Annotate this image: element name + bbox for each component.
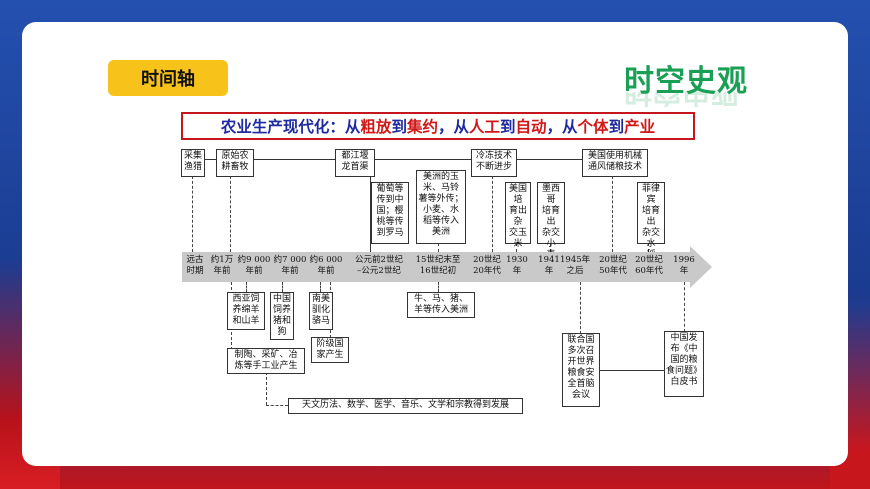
connector <box>516 243 517 252</box>
event-box: 冷冻技术不断进步 <box>471 149 517 177</box>
event-box: 菲律宾培育出杂交水稻 <box>637 182 665 260</box>
connector <box>612 176 613 252</box>
connector <box>580 282 581 334</box>
connector <box>438 282 439 292</box>
timeline-axis <box>182 252 690 282</box>
date-label: 远古时期 <box>186 255 204 276</box>
event-box: 中国发布《中国的粮食问题》白皮书 <box>664 331 704 397</box>
banner-highlight: 粗放 <box>360 118 392 136</box>
event-box: 南美驯化骆马 <box>309 292 333 330</box>
brand-title: 时空史观 <box>624 64 748 99</box>
timeline-arrow <box>690 246 712 288</box>
connector <box>253 159 336 160</box>
connector <box>320 282 321 292</box>
event-box: 美国培育出杂交玉米 <box>505 182 531 249</box>
connector <box>266 372 267 405</box>
event-box: 都江堰龙首渠 <box>335 149 375 177</box>
date-label: 公元前2世纪–公元2世纪 <box>355 255 403 276</box>
banner-text: ，从 <box>546 118 578 136</box>
connector <box>375 159 473 160</box>
date-label: 约1万年前 <box>210 255 234 276</box>
connector <box>370 159 371 252</box>
connector <box>438 243 439 252</box>
connector <box>246 282 247 292</box>
event-box: 制陶、采矿、冶炼等手工业产生 <box>227 348 305 374</box>
event-box: 联合国多次召开世界粮食安全首脑会议 <box>562 333 600 407</box>
content-card <box>22 22 848 466</box>
connector <box>266 405 288 406</box>
event-box: 采集渔猎 <box>181 149 205 177</box>
brand-reflection: 时空史观 <box>624 92 741 109</box>
event-box: 西亚饲养绵羊和山羊 <box>227 292 265 330</box>
event-box: 阶级国家产生 <box>311 337 349 363</box>
connector <box>192 176 193 252</box>
event-box: 美国使用机械通风储粮技术 <box>582 149 648 177</box>
banner-highlight: 人工 <box>468 118 500 136</box>
connector <box>515 159 582 160</box>
banner-text: 到 <box>500 118 516 136</box>
theme-banner: 农业生产现代化：从粗放到集约，从人工到自动，从个体到产业 <box>181 112 695 140</box>
event-box: 牛、马、猪、羊等传入美洲 <box>407 292 475 318</box>
banner-highlight: 自动 <box>515 118 547 136</box>
connector <box>684 282 685 332</box>
connector <box>282 282 283 292</box>
banner-text: 农业生产现代化：从 <box>220 118 361 136</box>
banner-text: 到 <box>391 118 407 136</box>
connector <box>492 176 493 252</box>
event-box: 中国饲养猪和狗 <box>270 292 294 340</box>
connector <box>648 243 649 252</box>
event-box: 美洲的玉米、马铃薯等外传；小麦、水稻等传入美洲 <box>416 170 466 244</box>
connector <box>202 159 217 160</box>
event-box: 天文历法、数学、医学、音乐、文学和宗教得到发展 <box>288 398 523 414</box>
connector <box>230 176 231 252</box>
event-box: 葡萄等传到中国；樱桃等传到罗马 <box>371 182 409 244</box>
section-tag: 时间轴 <box>108 60 228 96</box>
event-box: 墨西哥培育出杂交小麦 <box>537 182 565 260</box>
banner-text: 到 <box>608 118 625 136</box>
banner-text: ，从 <box>437 118 469 136</box>
event-box: 原始农耕畜牧 <box>216 149 254 177</box>
banner-highlight: 个体 <box>577 118 609 136</box>
date-label: 1945年之后 <box>560 255 591 276</box>
connector <box>600 370 664 371</box>
connector <box>550 243 551 252</box>
banner-highlight: 集约 <box>406 118 438 136</box>
banner-highlight: 产业 <box>624 118 656 136</box>
